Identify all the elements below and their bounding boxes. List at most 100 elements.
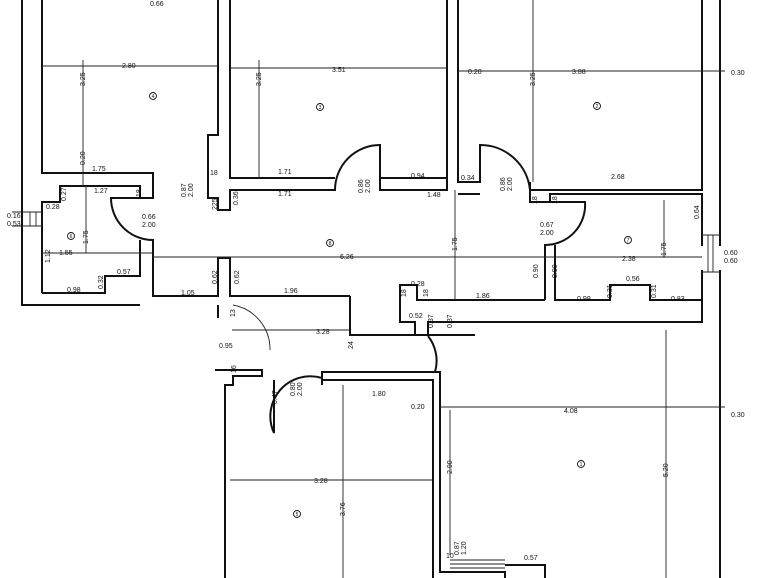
dimension-lines [42, 0, 725, 578]
dim-label: 0.95 [219, 343, 233, 350]
room-1-number: 1 [580, 462, 583, 468]
room-2-bottom [458, 182, 703, 310]
dim-label: 2.00 [365, 179, 372, 193]
dim-label: 18 [401, 289, 408, 297]
dim-label: 16 [231, 365, 238, 373]
room-8-number: 8 [329, 241, 332, 247]
dim-label: 3.25 [256, 72, 263, 86]
stair-block [439, 555, 546, 578]
dim-label: 2.00 [297, 382, 304, 396]
dim-label: 0.87 [454, 541, 461, 555]
wall-3-2 [457, 0, 703, 191]
dim-label: 0.28 [46, 204, 60, 211]
dim-label: 0.57 [117, 269, 131, 276]
dim-label: 3.28 [314, 478, 328, 485]
dim-label: 0.56 [626, 276, 640, 283]
dim-label: 0.62 [212, 270, 219, 284]
dimension-labels: 0.66 2.80 3.25 3.51 3.25 0.20 3.88 3.25 … [7, 1, 745, 562]
dim-label: 1.48 [427, 192, 441, 199]
dim-label: 2.00 [507, 177, 514, 191]
room-3-inner [229, 0, 447, 179]
dim-label: 0.37 [428, 314, 435, 328]
dim-label: 0.60 [724, 250, 738, 257]
dim-label: 0.31 [607, 284, 614, 298]
dim-label: 0.62 [234, 270, 241, 284]
dim-label: 0.99 [577, 296, 591, 303]
dim-label: 0.32 [98, 275, 105, 289]
room-7-number: 7 [627, 238, 630, 244]
dim-label: 2.00 [540, 230, 554, 237]
dim-label: 0.30 [731, 412, 745, 419]
dim-label: 0.20 [468, 69, 482, 76]
corridor-door-walls [349, 302, 475, 373]
room-7-walls [544, 201, 702, 301]
room-6-number: 6 [70, 234, 73, 240]
dim-label: 0.34 [461, 175, 475, 182]
dim-label: 0.53 [7, 221, 21, 228]
room-5-number: 5 [296, 512, 299, 518]
dim-label: 3.25 [80, 72, 87, 86]
dim-label: 18 [136, 189, 143, 197]
dim-label: 1.75 [661, 242, 668, 256]
dim-label: 2.00 [188, 183, 195, 197]
dim-label: 0.66 [150, 1, 164, 8]
dim-label: 1.86 [476, 293, 490, 300]
dim-label: 1.75 [92, 166, 106, 173]
dim-label: 0.57 [524, 555, 538, 562]
dim-label: 1.71 [278, 169, 292, 176]
dim-label: 10 [446, 553, 454, 560]
walls [12, 0, 721, 578]
room-5-walls [215, 305, 441, 578]
dim-label: 3.25 [530, 72, 537, 86]
dim-label: 1.96 [284, 288, 298, 295]
corridor-walls [349, 284, 703, 336]
dim-label: 0.37 [447, 314, 454, 328]
dim-label: 24 [348, 341, 355, 349]
dim-label: 0.98 [67, 287, 81, 294]
dim-label: 0.86 [358, 179, 365, 193]
dim-label: 0.86 [500, 177, 507, 191]
dim-label: 2.00 [142, 222, 156, 229]
dim-label: 2.90 [447, 460, 454, 474]
dim-label: 0.52 [409, 313, 423, 320]
dim-label: 3.51 [332, 67, 346, 74]
dim-label: 1.71 [278, 191, 292, 198]
window-left [12, 211, 42, 227]
dim-label: 1.05 [181, 290, 195, 297]
dim-label: 2.80 [122, 63, 136, 70]
dim-label: 225 [212, 198, 219, 210]
dim-label: 5.20 [663, 463, 670, 477]
dim-label: 0.94 [411, 173, 425, 180]
dim-label: 0.16 [7, 213, 21, 220]
dim-label: 0.67 [540, 222, 554, 229]
dim-label: 1.27 [94, 188, 108, 195]
dim-label: 0.20 [411, 404, 425, 411]
room-3-number: 3 [319, 105, 322, 111]
dim-label: 0.87 [181, 183, 188, 197]
dim-label: 0.83 [671, 296, 685, 303]
dim-label: 4.08 [564, 408, 578, 415]
dim-label: 0.80 [290, 382, 297, 396]
dim-label: 1.75 [83, 230, 90, 244]
outer-left-wall [21, 0, 140, 306]
dim-label: 0.90 [552, 264, 559, 278]
dim-label: 0.36 [233, 191, 240, 205]
dim-label: 0.60 [724, 258, 738, 265]
dim-label: 3.76 [340, 502, 347, 516]
dim-label: 0.28 [411, 281, 425, 288]
dim-label: 0.64 [694, 205, 701, 219]
dim-label: 18 [552, 196, 559, 204]
dim-label: 0.30 [731, 70, 745, 77]
dim-label: 3.88 [572, 69, 586, 76]
room-2-number: 2 [596, 104, 599, 110]
dim-label: 1.20 [461, 541, 468, 555]
dim-label: 1.75 [452, 237, 459, 251]
dim-label: 1.12 [45, 249, 52, 263]
dim-label: 0.47 [272, 390, 279, 404]
dim-label: 18 [210, 170, 218, 177]
dim-label: 6.26 [340, 254, 354, 261]
dim-label: 2.38 [622, 256, 636, 263]
wall-4-3 [207, 0, 448, 211]
dim-label: 0.20 [80, 151, 87, 165]
